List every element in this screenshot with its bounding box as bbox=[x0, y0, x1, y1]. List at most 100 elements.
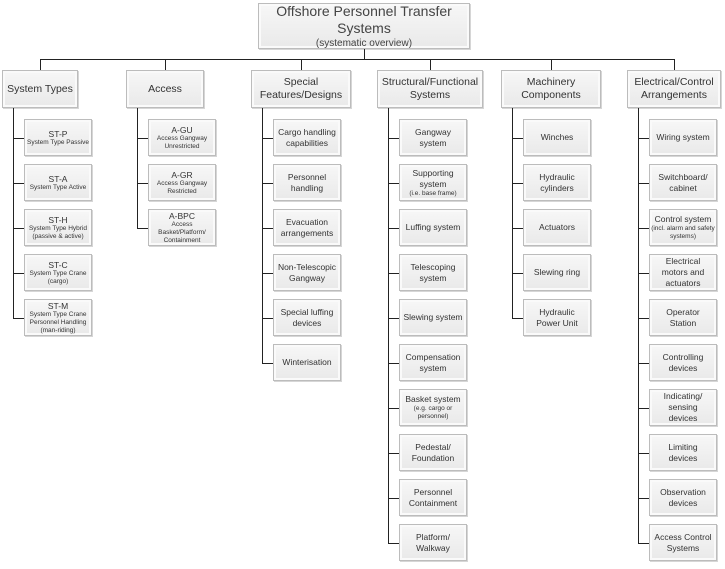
connector-line bbox=[388, 318, 399, 319]
subitem-code: A-GR bbox=[171, 169, 193, 180]
subitem-box: Special luffing devices bbox=[273, 299, 341, 336]
subitem-code: A-GU bbox=[171, 124, 193, 135]
connector-line bbox=[388, 273, 399, 274]
connector-line bbox=[388, 108, 389, 543]
subitem-label: Evacuation arrangements bbox=[280, 216, 334, 238]
subitem-box: Luffing system bbox=[399, 209, 467, 246]
subitem-label: Hydraulic Power Unit bbox=[536, 306, 578, 328]
subitem-box: Hydraulic cylinders bbox=[523, 164, 591, 201]
connector-line bbox=[512, 228, 523, 229]
subitem-label: Hydraulic cylinders bbox=[539, 171, 575, 193]
subitem-description: Access Basket/Platform/ Containment bbox=[158, 220, 206, 244]
subitem-description: System Type Crane Personnel Handling (ma… bbox=[29, 310, 87, 334]
subitem-box: Basket system(e.g. cargo or personnel) bbox=[399, 389, 467, 426]
connector-line bbox=[430, 59, 431, 70]
subitem-label: Non-Telescopic Gangway bbox=[277, 261, 337, 283]
category-label: Electrical/Control Arrangements bbox=[634, 76, 714, 101]
connector-line bbox=[40, 59, 41, 70]
connector-line bbox=[262, 183, 273, 184]
connector-line bbox=[638, 453, 649, 454]
subitem-code: ST-C bbox=[48, 259, 68, 270]
subitem-box: Pedestal/ Foundation bbox=[399, 434, 467, 471]
category-label: System Types bbox=[7, 82, 73, 95]
subitem-box: Evacuation arrangements bbox=[273, 209, 341, 246]
connector-line bbox=[638, 108, 639, 543]
subitem-label: Supporting system bbox=[412, 167, 454, 189]
subitem-label: Control system bbox=[654, 214, 712, 224]
subitem-description: Access Gangway Restricted bbox=[156, 179, 208, 195]
subitem-box: Wiring system bbox=[649, 119, 717, 156]
subitem-label: Slewing system bbox=[403, 312, 463, 322]
subitem-label: Cargo handling capabilities bbox=[278, 126, 336, 148]
diagram-subtitle: (systematic overview) bbox=[315, 37, 413, 49]
subitem-box: Non-Telescopic Gangway bbox=[273, 254, 341, 291]
connector-line bbox=[638, 183, 649, 184]
connector-line bbox=[638, 138, 649, 139]
connector-line bbox=[388, 543, 399, 544]
connector-line bbox=[40, 59, 674, 60]
connector-line bbox=[262, 318, 273, 319]
category-label: Special Features/Designs bbox=[259, 76, 343, 101]
subitem-box: Personnel handling bbox=[273, 164, 341, 201]
category-header: Structural/Functional Systems bbox=[377, 70, 483, 108]
connector-line bbox=[638, 273, 649, 274]
connector-line bbox=[165, 59, 166, 70]
subitem-box: Control system(incl. alarm and safety sy… bbox=[649, 209, 717, 246]
connector-line bbox=[638, 363, 649, 364]
connector-line bbox=[674, 59, 675, 70]
subitem-box: Slewing system bbox=[399, 299, 467, 336]
category-header: System Types bbox=[2, 70, 78, 108]
subitem-label: Luffing system bbox=[405, 222, 461, 232]
connector-line bbox=[262, 108, 263, 363]
subitem-note: (incl. alarm and safety systems) bbox=[651, 225, 715, 240]
subitem-box: Personnel Containment bbox=[399, 479, 467, 516]
connector-line bbox=[137, 228, 148, 229]
subitem-label: Actuators bbox=[539, 222, 575, 232]
subitem-label: Gangway system bbox=[415, 126, 451, 148]
subitem-box: Compensation system bbox=[399, 344, 467, 381]
connector-line bbox=[388, 363, 399, 364]
subitem-code: ST-A bbox=[48, 173, 68, 184]
category-label: Machinery Components bbox=[521, 76, 581, 101]
subitem-box: Telescoping system bbox=[399, 254, 467, 291]
connector-line bbox=[388, 138, 399, 139]
subitem-box: Cargo handling capabilities bbox=[273, 119, 341, 156]
connector-line bbox=[512, 108, 513, 318]
connector-line bbox=[137, 138, 148, 139]
connector-line bbox=[13, 138, 24, 139]
connector-line bbox=[551, 59, 552, 70]
subitem-label: Winches bbox=[540, 132, 574, 142]
subitem-box: Observation devices bbox=[649, 479, 717, 516]
connector-line bbox=[388, 408, 399, 409]
subitem-description: System Type Active bbox=[29, 183, 87, 191]
subitem-label: Telescoping system bbox=[410, 261, 456, 283]
subitem-description: System Type Passive bbox=[26, 138, 90, 146]
connector-line bbox=[512, 138, 523, 139]
subitem-label: Platform/ Walkway bbox=[415, 531, 450, 553]
connector-line bbox=[137, 108, 138, 228]
connector-line bbox=[512, 183, 523, 184]
subitem-note: (e.g. cargo or personnel) bbox=[413, 405, 453, 420]
subitem-label: Special luffing devices bbox=[280, 306, 334, 328]
subitem-label: Switchboard/ cabinet bbox=[658, 171, 708, 193]
subitem-box: Slewing ring bbox=[523, 254, 591, 291]
subitem-code: A-BPC bbox=[169, 210, 195, 221]
subitem-box: Indicating/ sensing devices bbox=[649, 389, 717, 426]
connector-line bbox=[638, 408, 649, 409]
category-label: Structural/Functional Systems bbox=[381, 76, 479, 101]
subitem-label: Wiring system bbox=[656, 132, 710, 142]
subitem-box: Access Control Systems bbox=[649, 524, 717, 561]
subitem-label: Observation devices bbox=[660, 486, 706, 508]
connector-line bbox=[512, 273, 523, 274]
connector-line bbox=[301, 59, 302, 70]
subitem-label: Indicating/ sensing devices bbox=[663, 391, 703, 423]
subitem-label: Compensation system bbox=[405, 351, 461, 373]
subitem-label: Slewing ring bbox=[533, 267, 581, 277]
diagram-title: Offshore Personnel Transfer Systems bbox=[276, 2, 452, 36]
